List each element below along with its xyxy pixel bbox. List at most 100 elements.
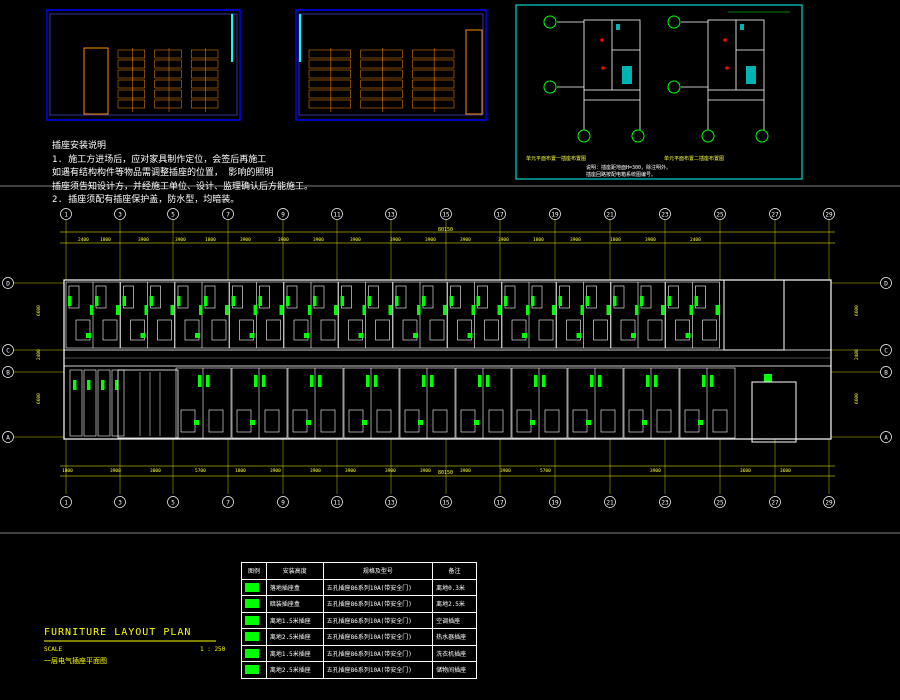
axis-bubble-top [549,208,561,220]
socket-marker [667,296,671,306]
socket-marker [340,296,344,306]
bed [239,319,254,341]
dimension-value: 2400 [690,237,701,243]
dimension-value: 3900 [110,468,121,474]
socket-marker [580,305,584,315]
dimension-value: 3900 [645,237,656,243]
dimension-value: 1800 [62,468,73,474]
socket-marker [635,305,639,315]
socket-marker [534,375,538,387]
bed [429,319,445,341]
socket-marker [698,420,703,425]
axis-label-bottom: 25 [716,500,724,507]
dimension-value: 3900 [390,237,401,243]
cabinet-panel [191,69,219,79]
legend-cell: 五孔插座86系列10A(带安全门) [322,644,434,662]
socket-marker [308,305,312,315]
socket-marker [413,333,418,338]
axis-bubble-bottom [604,496,616,508]
bed [348,319,363,341]
axis-bubble-bottom [494,496,506,508]
socket-marker [140,333,146,338]
socket-marker [231,296,235,306]
socket-marker [362,305,366,315]
socket-marker [279,305,283,315]
axis-bubble-top [167,208,179,220]
axis-bubble-side [880,344,892,356]
bed [184,319,200,341]
detail-note-1: 说明：插座距地面H=300，除注明外。 [586,165,672,171]
axis-bubble-top [823,208,835,220]
axis-bubble-bottom [440,496,452,508]
legend-row: 落地插座盒五孔插座86系列10A(带安全门)离地0.3米 [241,578,477,596]
dimension-value: 3000 [150,468,161,474]
axis-label-top: 5 [171,212,175,219]
cabinet-panel [117,59,145,69]
scale-value: 1 : 250 [200,646,226,653]
cabinet-panel [360,79,403,89]
cabinet-panel [191,89,219,99]
bed [684,409,700,433]
dimension-value: 3900 [278,237,289,243]
socket-marker [558,296,562,306]
bed [593,319,608,341]
cabinet-panel [308,59,351,69]
socket-marker [115,380,119,390]
axis-label-top: 11 [333,212,341,219]
dimension-value: 3600 [740,468,751,474]
socket-marker [194,420,199,425]
socket-marker [199,305,203,315]
dimension-value: 3900 [500,468,511,474]
socket-marker [170,305,174,315]
socket-marker [367,296,371,306]
room-unit-bottom [455,367,512,439]
legend-row: 离地2.5米插座五孔插座86系列10A(带安全门)热水器插座 [241,628,477,646]
side-dimension: 6600 [854,393,860,404]
axis-label-bottom: 17 [496,500,504,507]
socket-marker [631,333,636,338]
dimension-value: 3600 [780,468,791,474]
cabinet-panel [360,99,403,109]
cabinet-panel [117,79,145,89]
elevation-right [295,9,487,121]
legend-cell: 五孔插座86系列10A(带安全门) [322,611,434,629]
socket-marker [304,333,309,338]
bed [102,319,118,341]
socket-marker [685,333,691,338]
socket-marker [471,305,475,315]
cabinet-panel [412,59,455,69]
total-dimension-top: 80150 [438,227,454,233]
dimension-value: 3900 [460,468,471,474]
socket-marker [542,375,546,387]
socket-marker [101,380,105,390]
cabinet-panel [117,69,145,79]
socket-marker [195,333,200,338]
axis-label-top: 23 [661,212,669,219]
legend-cell: 储物间插座 [432,661,477,679]
notes-line: 如遇有结构构件等物品需调整插座的位置， 影响的照明 [52,168,274,178]
socket-marker [116,305,120,315]
socket-marker [497,305,501,315]
axis-bubble-side [2,366,14,378]
bed [600,409,616,433]
dimension-value: 1800 [205,237,216,243]
legend-cell: 暗装插座盒 [265,595,324,613]
socket-marker [306,420,311,425]
drawing-title: FURNITURE LAYOUT PLAN [44,627,192,638]
bed [656,409,672,433]
axis-label-bottom: 29 [825,500,833,507]
room-unit-bottom [399,367,456,439]
legend-cell: 离地2.5米插座 [265,628,324,646]
axis-bubble-side [880,277,892,289]
axis-bubble-bottom [385,496,397,508]
axis-label-bottom: 3 [118,500,122,507]
dimension-value: 5700 [540,468,551,474]
unit-detail-frame [515,4,803,180]
socket-marker [177,296,181,306]
socket-marker [504,296,508,306]
cabinet-panel [191,59,219,69]
cabinet-panel [154,49,182,59]
bed [484,319,499,341]
axis-label-top: 17 [496,212,504,219]
bed [511,319,527,341]
